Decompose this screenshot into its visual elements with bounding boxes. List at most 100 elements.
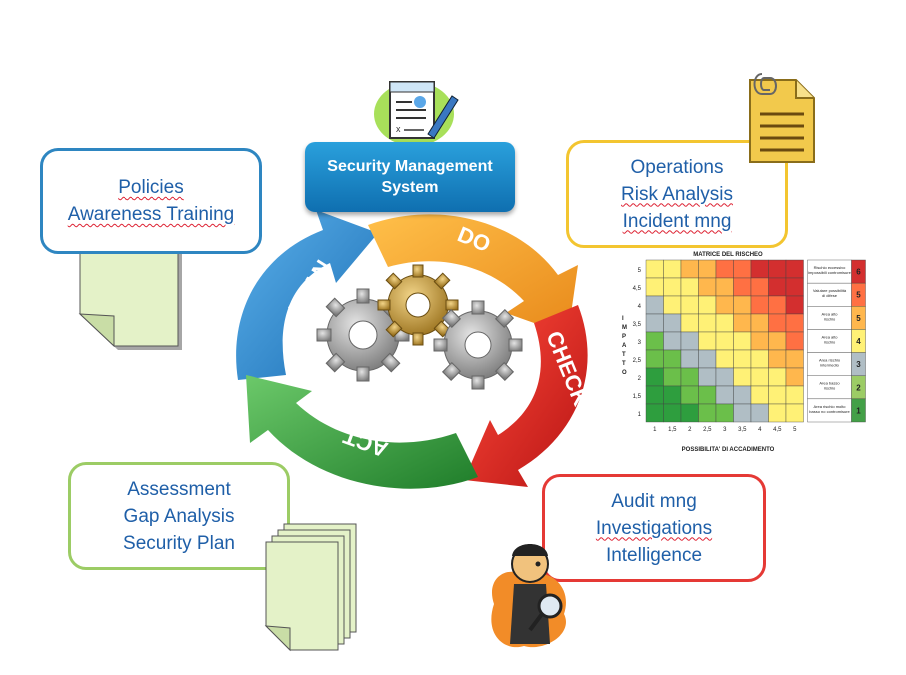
matrix-cell [663, 385, 682, 405]
matrix-cell [768, 403, 787, 423]
matrix-cell [680, 349, 699, 369]
matrix-cell [785, 259, 804, 279]
matrix-y-tick: 3 [638, 340, 642, 346]
matrix-cell [680, 295, 699, 315]
matrix-cell [663, 367, 682, 387]
matrix-cell [733, 349, 752, 369]
matrix-cell [733, 295, 752, 315]
matrix-cell [750, 259, 769, 279]
matrix-cell [680, 403, 699, 423]
matrix-cell [663, 349, 682, 369]
box-line: Operations [630, 156, 724, 178]
matrix-legend-value: 2 [856, 383, 861, 392]
matrix-cell [698, 259, 717, 279]
certificate-icon: x [374, 81, 459, 146]
box-line: Audit mng [611, 490, 697, 512]
matrix-x-label: POSSIBILITA' DI ACCADIMENTO [682, 447, 775, 453]
box-line: Assessment [127, 478, 231, 500]
matrix-legend-swatch [851, 398, 866, 423]
matrix-cell [750, 277, 769, 297]
matrix-cell [680, 313, 699, 333]
svg-text:x: x [396, 124, 401, 134]
plan-arrow [236, 210, 378, 380]
matrix-cell [663, 295, 682, 315]
matrix-y-tick: 5 [638, 268, 642, 274]
matrix-x-tick: 1,5 [668, 427, 677, 433]
matrix-y-label-letter: I [622, 316, 624, 322]
matrix-cell [785, 385, 804, 405]
document-stack-icon [264, 523, 357, 652]
matrix-cell [733, 403, 752, 423]
matrix-cell [715, 403, 734, 423]
matrix-cell [715, 277, 734, 297]
matrix-y-label-letter: T [622, 361, 626, 367]
matrix-cell [750, 313, 769, 333]
matrix-cell [645, 259, 664, 279]
gear-icon [433, 300, 523, 390]
matrix-cell [645, 367, 664, 387]
matrix-cell [785, 367, 804, 387]
matrix-x-tick: 2,5 [703, 427, 712, 433]
matrix-cell [733, 277, 752, 297]
check-arrow [464, 305, 588, 487]
risk-matrix: MATRICE DEL RISCHEO POSSIBILITA' DI ACCA… [618, 248, 872, 456]
matrix-cell [663, 277, 682, 297]
matrix-cell [698, 295, 717, 315]
system-title: Security Management System [305, 142, 515, 212]
matrix-cell [698, 313, 717, 333]
matrix-cell [750, 385, 769, 405]
matrix-cell [785, 403, 804, 423]
matrix-legend-value: 4 [856, 337, 861, 346]
matrix-cell [698, 403, 717, 423]
matrix-cell [785, 313, 804, 333]
matrix-cell [698, 367, 717, 387]
matrix-y-label-letter: P [622, 334, 626, 340]
matrix-legend-value: 6 [856, 268, 861, 277]
matrix-cell [698, 349, 717, 369]
matrix-x-tick: 5 [793, 427, 797, 433]
matrix-cell [645, 385, 664, 405]
matrix-cell [715, 295, 734, 315]
matrix-cell [663, 313, 682, 333]
matrix-y-label-letter: O [622, 370, 627, 376]
matrix-x-tick: 3 [723, 427, 727, 433]
document-icon [78, 227, 182, 350]
matrix-y-label-letter: T [622, 352, 626, 358]
matrix-cell [785, 331, 804, 351]
matrix-y-tick: 2,5 [633, 358, 642, 364]
box-line: Investigations [595, 517, 713, 539]
box-line: Policies [118, 177, 184, 198]
matrix-cell [750, 349, 769, 369]
box-line: Intelligence [605, 544, 703, 566]
matrix-cell [663, 259, 682, 279]
matrix-y-tick: 4 [638, 304, 642, 310]
matrix-cell [645, 295, 664, 315]
assessment-box: Assessment Gap Analysis Security Plan [68, 462, 290, 570]
matrix-cell [785, 349, 804, 369]
matrix-cell [768, 349, 787, 369]
matrix-x-tick: 1 [653, 427, 657, 433]
matrix-cell [715, 313, 734, 333]
matrix-cell [750, 331, 769, 351]
matrix-y-tick: 1,5 [633, 394, 642, 400]
matrix-legend-value: 5 [856, 314, 861, 323]
box-line: Incident mng [622, 210, 732, 232]
matrix-cell [645, 331, 664, 351]
system-title-line2: System [381, 179, 439, 196]
matrix-cell [715, 349, 734, 369]
matrix-legend-value: 3 [856, 360, 861, 369]
matrix-cell [698, 385, 717, 405]
box-line: Gap Analysis [123, 505, 235, 527]
box-line: Awareness Training [67, 204, 235, 225]
box-line: Risk Analysis [621, 183, 733, 205]
matrix-cell [680, 277, 699, 297]
risk-matrix-chart: MATRICE DEL RISCHEO POSSIBILITA' DI ACCA… [622, 252, 866, 453]
box-line: Security Plan [123, 532, 235, 554]
policies-box: Policies Awareness Training [40, 148, 262, 254]
matrix-x-tick: 4,5 [773, 427, 782, 433]
matrix-cell [680, 259, 699, 279]
